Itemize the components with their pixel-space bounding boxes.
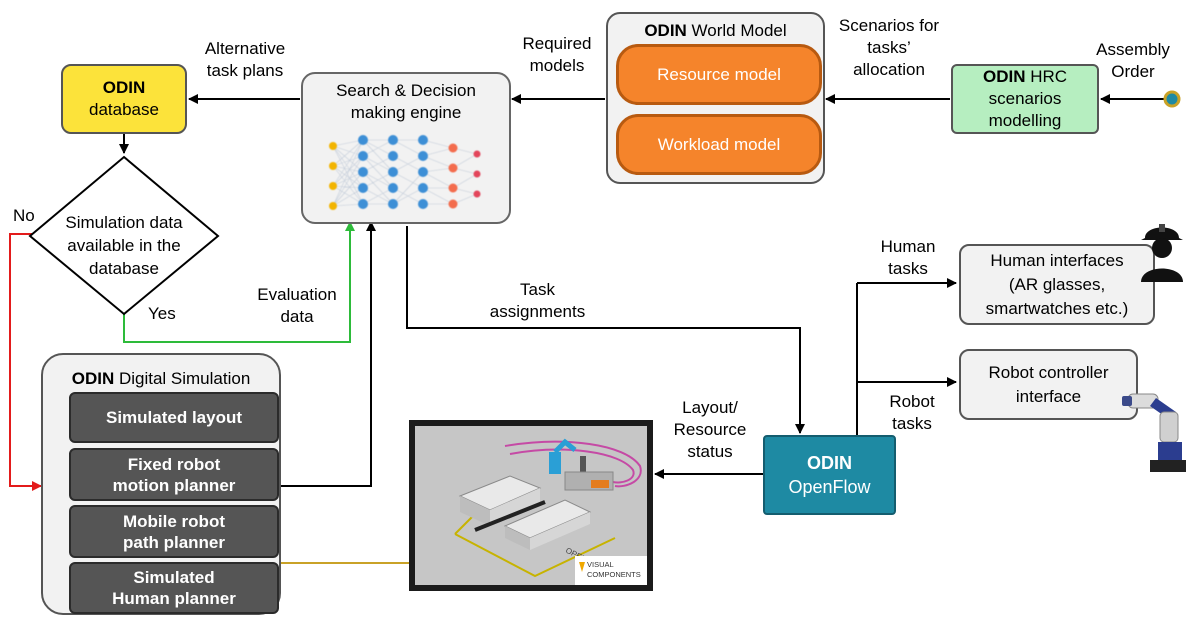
digital-simulation-title: ODIN Digital Simulation (71, 369, 251, 388)
arrow-task-assignments (406, 226, 805, 434)
hrc-line-3: modelling (988, 111, 1062, 130)
openflow-brand: ODIN (807, 453, 852, 473)
hrc-line-2: scenarios (988, 89, 1062, 108)
neural-network-icon (329, 135, 481, 210)
visual-components-logo-line2: COMPONENTS (587, 570, 641, 579)
arrow-no-path (9, 233, 42, 491)
odin-database-subtitle: database (89, 100, 159, 119)
decision-diamond-shape (28, 155, 220, 316)
workload-model-pill: Workload model (616, 114, 822, 175)
hrc-scenarios-box: ODIN HRC scenarios modelling (951, 64, 1099, 134)
openflow-subtitle: OpenFlow (788, 477, 871, 497)
assembly-order-node (1163, 90, 1181, 108)
label-no: No (13, 206, 35, 225)
human-interfaces-box: Human interfaces(AR glasses,smartwatches… (959, 244, 1155, 325)
arrow-yes-path (123, 221, 355, 343)
visual-components-logo-line1: VISUAL (587, 560, 614, 569)
world-model-title: ODIN World Model (644, 21, 787, 40)
odin-database-box: ODIN database (61, 64, 187, 134)
hrc-title-line: ODIN HRC (982, 67, 1068, 86)
resource-model-pill: Resource model (616, 44, 822, 105)
worker-icon (1141, 224, 1183, 282)
workcell-scene: OPERATION 1 VISUAL COMPONENTS (415, 426, 647, 585)
industrial-robot-icon (1122, 393, 1186, 472)
arrow-simulation-to-engine (280, 221, 376, 487)
odin-database-brand: ODIN (102, 78, 146, 97)
openflow-box: ODIN OpenFlow (763, 435, 896, 515)
simulated-layout-module: Simulated layout (69, 392, 279, 443)
visual-components-view: OPERATION 1 VISUAL COMPONENTS (409, 420, 653, 591)
label-yes: Yes (148, 304, 176, 323)
